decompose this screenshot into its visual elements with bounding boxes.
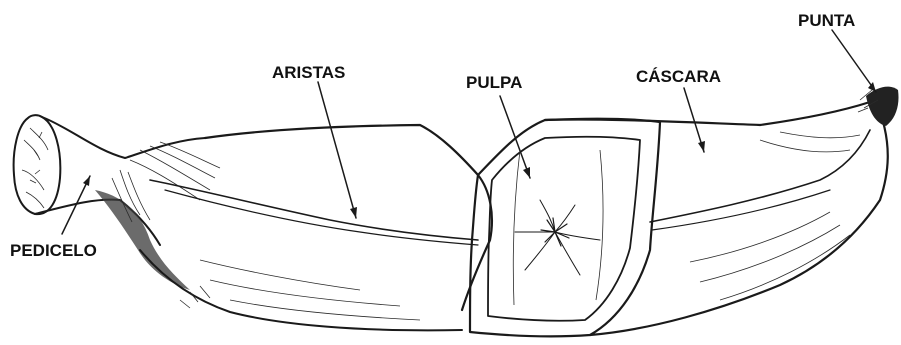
pedicelo-leader <box>62 176 90 234</box>
label-punta: PUNTA <box>798 11 855 30</box>
pedicel-drawing <box>14 115 220 290</box>
aristas-leader <box>318 82 356 218</box>
label-cascara: CÁSCARA <box>636 67 721 86</box>
label-aristas: ARISTAS <box>272 63 345 82</box>
label-pedicelo: PEDICELO <box>10 241 97 260</box>
punta-leader <box>832 30 876 92</box>
label-pulpa: PULPA <box>466 73 522 92</box>
cross-section <box>470 119 660 337</box>
tip-drawing <box>858 87 899 126</box>
leader-lines <box>62 30 876 234</box>
